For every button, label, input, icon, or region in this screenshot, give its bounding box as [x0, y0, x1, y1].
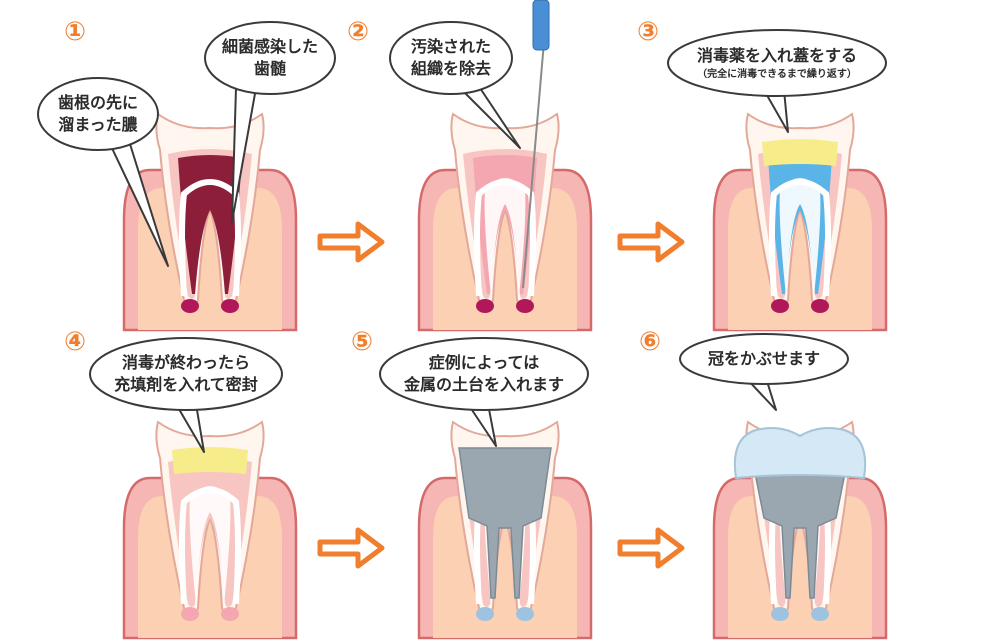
arrow-5-to-6 [617, 527, 685, 569]
bubble-text-line: 充填剤を入れて密封 [114, 375, 258, 394]
arrow-2-to-3 [617, 221, 685, 263]
root-tip-dot-1 [476, 607, 494, 621]
file-shaft [522, 29, 546, 289]
bubble-text-line: 組織を除去 [411, 59, 491, 78]
root-outline [769, 179, 831, 297]
bubble-outline [204, 21, 336, 95]
root-tip-dot-1 [771, 607, 789, 621]
bubble-text-line: 消毒薬を入れ蓋をする [697, 46, 857, 65]
arrow-shape [317, 527, 385, 569]
bubble-text-line: 冠をかぶせます [708, 349, 820, 368]
arrow-shape [617, 221, 685, 263]
crown [734, 427, 866, 480]
metal-post [458, 447, 552, 599]
bubble-outline [389, 21, 513, 95]
root-tip-dot-2 [516, 607, 534, 621]
arrow-shape [617, 527, 685, 569]
bubble-text-line: 細菌感染した [222, 37, 318, 56]
step-number: ③ [637, 17, 659, 47]
bubble-subtext: （完全に消毒できるまで繰り返す） [697, 67, 857, 80]
arrow-4-to-5 [317, 527, 385, 569]
bubble-text-line: 汚染された [411, 37, 491, 56]
bubble-text-line: 金属の土台を入れます [403, 375, 564, 394]
root-tip-dot-2 [516, 299, 534, 313]
step-number: ⑤ [351, 327, 373, 357]
root-tip-dot-2 [221, 299, 239, 313]
step-panel-3: ③ 消毒薬を入れ蓋をする （完全に消毒できるまで繰り返す） [637, 17, 888, 332]
root-tip-dot-1 [771, 299, 789, 313]
step-number: ① [64, 17, 86, 47]
step-number: ⑥ [639, 327, 661, 357]
root-outline [179, 487, 241, 605]
bubble-text-line: 消毒が終わったら [122, 353, 250, 372]
speech-bubble: 冠をかぶせます [679, 333, 849, 411]
bubble-outline [679, 333, 849, 385]
root-core [779, 178, 821, 296]
bubble-outline [37, 77, 159, 151]
root-tip-dot-2 [811, 607, 829, 621]
arrow-1-to-2 [317, 221, 385, 263]
metal-post [753, 467, 847, 599]
bubble-outline [379, 337, 589, 411]
root-core [189, 486, 231, 604]
root-tip-dot-2 [811, 299, 829, 313]
bubble-text-line: 歯髄 [254, 59, 286, 78]
temporary-cap [762, 139, 838, 166]
temporary-cap [172, 447, 248, 474]
root-tip-dot-1 [181, 299, 199, 313]
bubble-text-line: 症例によっては [429, 353, 539, 372]
root-outline [474, 179, 536, 297]
step-panel-6: ⑥ 冠をかぶせます [639, 327, 888, 640]
step-number: ② [347, 17, 369, 47]
speech-bubble: 消毒薬を入れ蓋をする （完全に消毒できるまで繰り返す） [667, 29, 887, 133]
root-core [484, 178, 526, 296]
root-outline [179, 179, 241, 297]
root-tip-dot-1 [181, 607, 199, 621]
root-tip-dot-1 [476, 299, 494, 313]
bubble-text-line: 溜まった膿 [58, 115, 138, 134]
bubble-outline [89, 337, 283, 411]
arrow-shape [317, 221, 385, 263]
root-tip-dot-2 [221, 607, 239, 621]
bubble-outline [667, 29, 887, 97]
bubble-text-line: 歯根の先に [58, 93, 138, 112]
step-number: ④ [64, 327, 86, 357]
file-handle [532, 0, 550, 51]
